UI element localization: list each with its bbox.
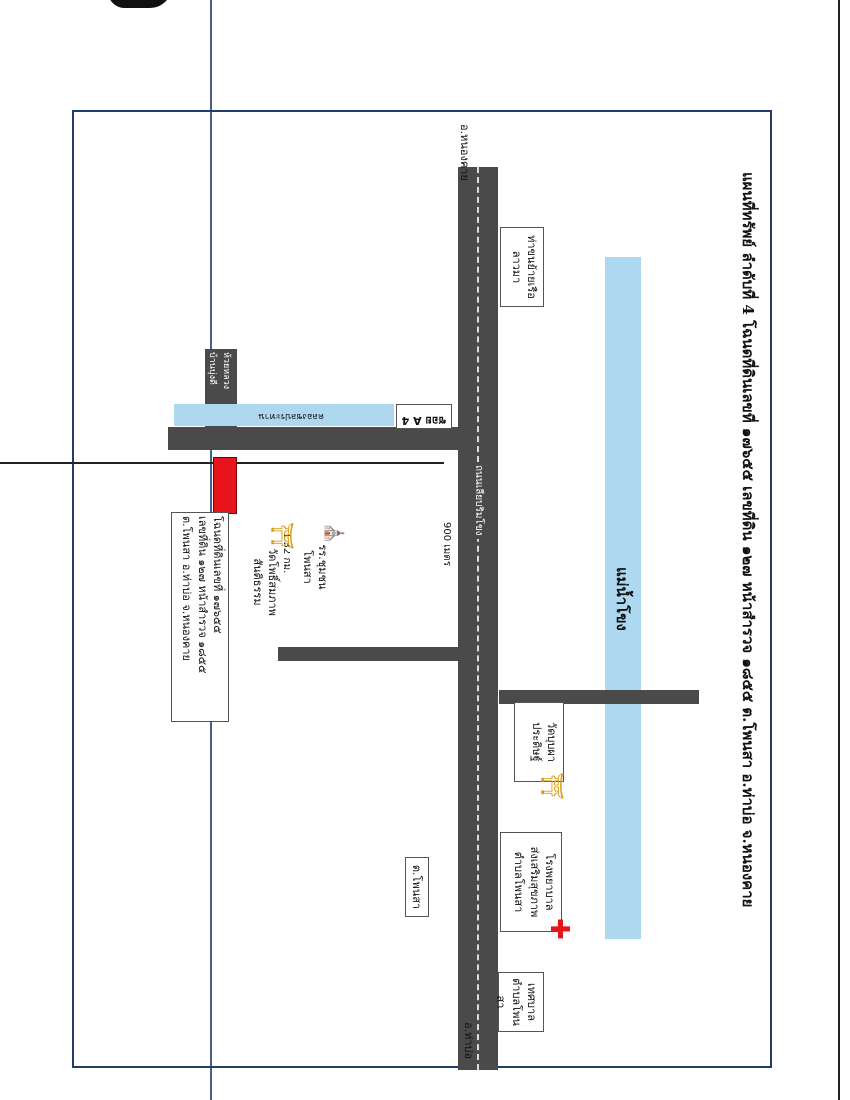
target-line-1: โฉนดที่ดินเลขที่ ๑๗๖๕๕ [211, 516, 224, 634]
hospital-line-2: ส่งเสริมสุขภาพ [527, 846, 541, 918]
map-title: แผนที่ทรัพย์ ลำดับที่ 4 โฉนดที่ดินเลขที่… [739, 172, 757, 908]
main-road-lane [477, 167, 479, 1070]
target-label: โฉนดที่ดินเลขที่ ๑๗๖๕๕ เลขที่ดิน ๑๒๗ หน้… [171, 512, 229, 722]
temple-north-line-1: วัดบุบผา [545, 722, 558, 762]
school-line-2: โพนสา [300, 550, 314, 584]
temple-north-box: วัดบุบผา ประดิษฐ์ [514, 702, 564, 782]
temple-north-line-2: ประดิษฐ์ [529, 722, 543, 762]
scan-edge [838, 0, 840, 1100]
temple-south-line-1: วัดโพธิ์สมภาพ [266, 548, 279, 616]
map-canvas: แผนที่ทรัพย์ ลำดับที่ 4 โฉนดที่ดินเลขที่… [0, 112, 774, 1070]
hospital-box: โรงพยาบาล ส่งเสริมสุขภาพ ตำบลโพนสา [500, 832, 562, 932]
municipality-line-2: ตำบลโพนสา [494, 978, 523, 1026]
hospital-cross-icon: ✚ [544, 918, 574, 940]
phonsa-box: ต.โพนสา [405, 857, 429, 917]
map-frame: แผนที่ทรัพย์ ลำดับที่ 4 โฉนดที่ดินเลขที่… [0, 110, 774, 1070]
road-end-west: อ.ท่าบ่อ [462, 1022, 475, 1060]
kob-lamai-line-1: ท่าขนย้ายเรือ [525, 235, 538, 299]
target-line-2: เลขที่ดิน ๑๒๗ หน้าสำรวจ ๑๘๕๕ [195, 516, 209, 674]
soi-right-label: ห้วยหลวง บ้านบุ่งดี [206, 352, 234, 389]
kob-lamai-line-2: ลาวมา [509, 250, 523, 284]
kob-lamai-box: ท่าขนย้ายเรือ ลาวมา [500, 227, 544, 307]
soi-a4-label: ซอย A 4 [396, 404, 452, 429]
distance-900m: 900 เมตร [441, 522, 452, 567]
target-property [213, 457, 237, 514]
soi-right-line-1: ห้วยหลวง [221, 352, 231, 390]
river-label: แม่น้ำโขง [613, 567, 631, 631]
main-road-label: ถนนเลียบริมโขง [471, 462, 486, 539]
temple-south-box: วัดโพธิ์สมภาพ สันติธรรม [240, 542, 284, 622]
road-end-east: อ.หนองคาย [458, 124, 471, 181]
municipality-box: เทศบาล ตำบลโพนสา [494, 972, 544, 1032]
temple-icon: ⛩ [539, 772, 564, 800]
hospital-line-3: ตำบลโพนสา [512, 851, 526, 913]
school-icon: ⛪ [323, 522, 344, 545]
temple-south-icon: ⛩ [269, 522, 294, 550]
soi-right-line-2: บ้านบุ่งดี [207, 352, 217, 385]
hospital-line-1: โรงพยาบาล [543, 853, 556, 911]
canal-label: คลองชลประทาน [258, 411, 324, 421]
municipality-line-1: เทศบาล [525, 983, 538, 1021]
soi-a4 [168, 427, 458, 450]
spur-road [278, 647, 458, 661]
scan-artifact [108, 0, 172, 8]
target-line-3: ต.โพนสา อ.ท่าบ่อ จ.หนองคาย [180, 516, 194, 661]
temple-south-line-2: สันติธรรม [250, 558, 264, 606]
